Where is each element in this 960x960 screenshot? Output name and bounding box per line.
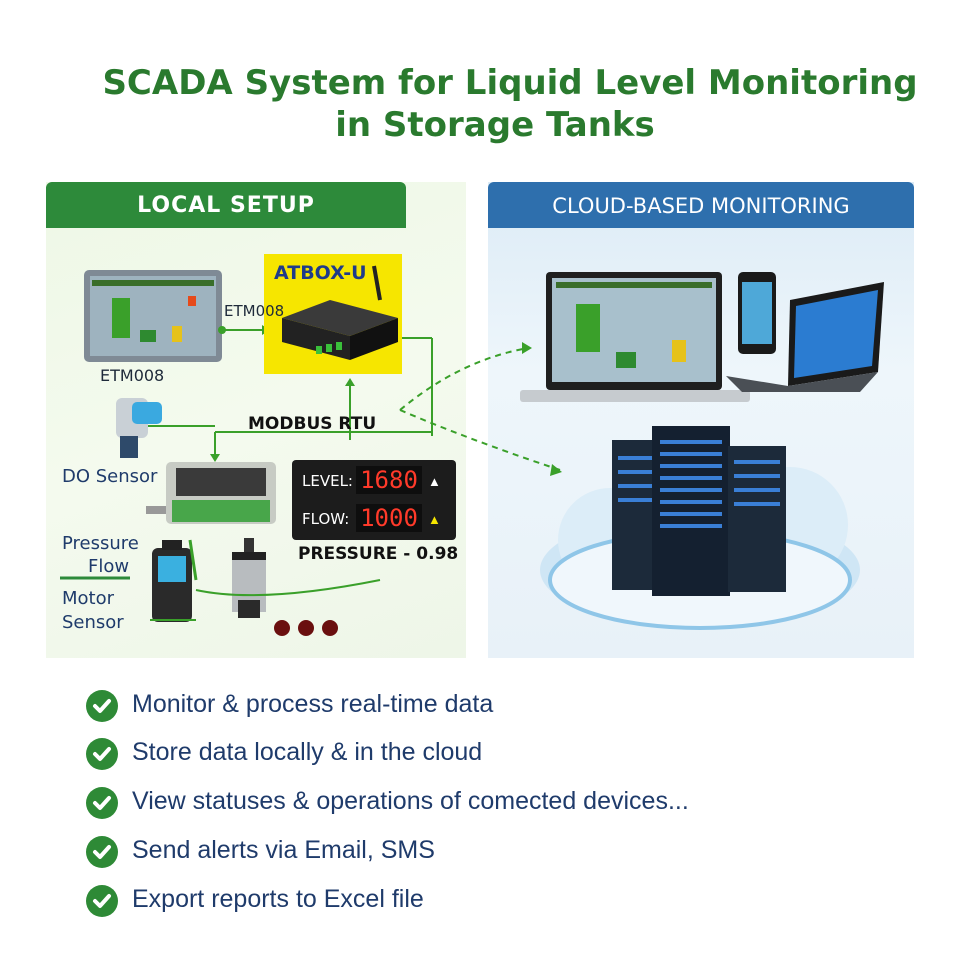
hmi-label: ETM008 (100, 366, 165, 385)
motor-label: Motor (62, 588, 115, 609)
do-sensor-icon (116, 398, 162, 458)
pressure-readout: PRESSURE - 0.98 (298, 544, 459, 564)
list-item: Export reports to Excel file (86, 883, 846, 919)
level-value: 1680 (356, 466, 422, 494)
flow-warning-icon: ▲ (428, 512, 441, 527)
flow-key: FLOW: (302, 510, 350, 528)
do-sensor-label: DO Sensor (62, 466, 158, 487)
title-line-2: in Storage Tanks (335, 105, 655, 145)
protocol-label: MODBUS RTU (248, 414, 377, 434)
motor-sensor-icon (152, 540, 192, 622)
list-item: View statuses & operations of comected d… (86, 785, 846, 821)
pressure-label: Pressure (62, 533, 139, 554)
cloud-monitoring-header: CLOUD-BASED MONITORING (488, 182, 914, 228)
level-alarm-icon: ▲ (428, 474, 441, 489)
level-key: LEVEL: (302, 472, 353, 490)
feature-text: Monitor & process real-time data (132, 690, 494, 718)
check-icon (86, 787, 118, 819)
server-rack-icon (612, 426, 786, 596)
laptop-icon (726, 282, 884, 392)
page-title: SCADA System for Liquid Level Monitoring… (0, 62, 960, 146)
link-label: ETM008 (224, 302, 285, 320)
local-setup-header: LOCAL SETUP (46, 182, 406, 228)
check-icon (86, 690, 118, 722)
smartphone-icon (738, 272, 776, 354)
list-item: Send alerts via Email, SMS (86, 834, 846, 870)
level-row: LEVEL: 1680 ▲ (292, 464, 456, 498)
flow-label: Flow (88, 556, 130, 577)
level-flow-readout: LEVEL: 1680 ▲ FLOW: 1000 ▲ (292, 460, 456, 540)
feature-text: Export reports to Excel file (132, 885, 424, 913)
flow-value: 1000 (356, 504, 422, 532)
gateway-device-icon (282, 265, 398, 360)
list-item: Monitor & process real-time data (86, 688, 846, 724)
check-icon (86, 885, 118, 917)
list-item: Store data locally & in the cloud (86, 736, 846, 772)
flow-row: FLOW: 1000 ▲ (292, 502, 456, 536)
feature-text: Store data locally & in the cloud (132, 738, 483, 766)
feature-text: Send alerts via Email, SMS (132, 836, 435, 864)
check-icon (86, 738, 118, 770)
gateway-label: ATBOX-U (274, 262, 367, 284)
title-line-1: SCADA System for Liquid Level Monitoring (102, 63, 918, 103)
sensor-label: Sensor (62, 612, 124, 633)
hmi-panel-icon (84, 270, 222, 362)
flow-sensor-icon (232, 538, 266, 618)
laptop-icon (520, 272, 750, 402)
check-icon (86, 836, 118, 868)
controller-device-icon (146, 462, 276, 524)
feature-text: View statuses & operations of comected d… (132, 787, 689, 815)
